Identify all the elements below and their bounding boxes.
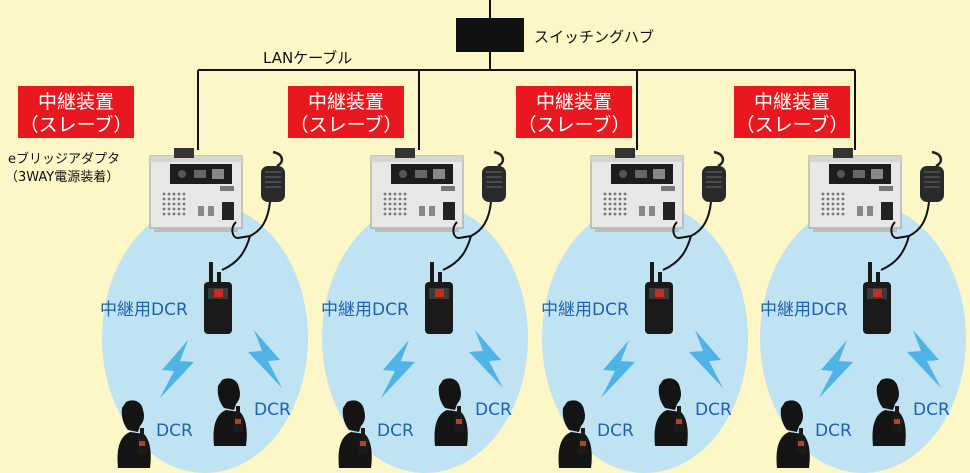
repeater-unit-3: 中継装置 （スレーブ） 中継用DCR DCR DCR [516, 86, 748, 473]
slave-label-line2: （スレーブ） [736, 113, 849, 136]
slave-label-box [288, 86, 404, 138]
client-dcr-label: DCR [475, 400, 512, 420]
client-dcr-label: DCR [815, 421, 852, 441]
hub-label: スイッチングハブ [534, 28, 654, 46]
slave-label-box [516, 86, 632, 138]
slave-label-line2: （スレーブ） [518, 113, 631, 136]
radio-cable [662, 235, 692, 271]
repeater-unit-2: 中継装置 （スレーブ） 中継用DCR DCR DCR [288, 86, 528, 473]
repeater-device [370, 147, 464, 233]
slave-label-line1: 中継装置 [38, 91, 114, 113]
client-dcr-label: DCR [254, 400, 291, 420]
radio-cable [221, 235, 251, 271]
client-dcr-label: DCR [597, 421, 634, 441]
slave-label-box [734, 86, 850, 138]
relay-dcr-label: 中継用DCR [760, 300, 848, 320]
hand-microphone [259, 150, 287, 204]
slave-label-line1: 中継装置 [754, 91, 830, 113]
radio-cable [672, 201, 712, 240]
slave-label-box [18, 86, 134, 138]
radio-cable [231, 201, 271, 240]
lan-cable-label: LANケーブル [263, 49, 352, 67]
client-dcr-label: DCR [156, 421, 193, 441]
radio-cable [442, 235, 472, 271]
hand-microphone [918, 150, 946, 204]
slave-label-line1: 中継装置 [536, 91, 612, 113]
client-dcr-label: DCR [377, 421, 414, 441]
lan-cable-lines [197, 0, 856, 150]
relay-dcr-label: 中継用DCR [100, 300, 188, 320]
adapter-label-line1: eブリッジアダプタ [8, 151, 120, 167]
repeater-device [808, 147, 902, 233]
radio-cable [880, 235, 910, 271]
client-dcr-label: DCR [913, 400, 950, 420]
coverage-area [322, 203, 528, 473]
relay-dcr-label: 中継用DCR [321, 300, 409, 320]
adapter-label-line2: （3WAY電源装着） [5, 169, 119, 185]
slave-label-line2: （スレーブ） [20, 113, 133, 136]
hand-microphone [700, 150, 728, 204]
radio-cable [452, 201, 492, 240]
radio-cable [890, 201, 930, 240]
repeater-unit-1: 中継装置 （スレーブ） 中継用DCR DCR DCR [18, 86, 308, 473]
coverage-area [102, 203, 308, 473]
repeater-device [149, 147, 243, 233]
hand-microphone [480, 150, 508, 204]
client-dcr-label: DCR [695, 400, 732, 420]
relay-dcr-label: 中継用DCR [541, 300, 629, 320]
switching-hub [456, 18, 524, 52]
slave-label-line2: （スレーブ） [290, 113, 403, 136]
repeater-unit-4: 中継装置 （スレーブ） 中継用DCR DCR DCR [734, 86, 966, 473]
repeater-device [590, 147, 684, 233]
coverage-area [760, 203, 966, 473]
slave-label-line1: 中継装置 [308, 91, 384, 113]
coverage-area [542, 203, 748, 473]
